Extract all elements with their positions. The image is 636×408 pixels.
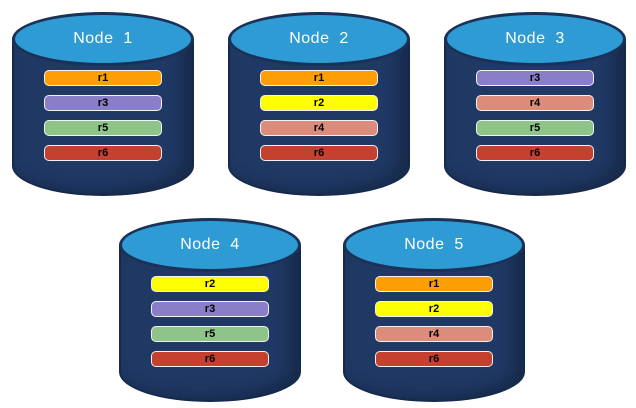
cylinder-top: Node 1: [12, 12, 194, 66]
replica-bar: r1: [44, 70, 162, 86]
replica-bar: r4: [260, 120, 378, 136]
replica-bar: r6: [44, 145, 162, 161]
node-4-cylinder: Node 4 r2 r3 r5 r6: [119, 218, 301, 402]
cylinder-body: [343, 244, 525, 402]
node-title: Node 3: [505, 30, 565, 47]
replica-bar: r1: [260, 70, 378, 86]
cylinder-body: [119, 244, 301, 402]
node-title: Node 5: [404, 236, 464, 253]
replica-list: r1 r2 r4 r6: [343, 276, 525, 367]
cylinder-top: Node 2: [228, 12, 410, 66]
replica-bar: r6: [375, 351, 493, 367]
node-1-cylinder: Node 1 r1 r3 r5 r6: [12, 12, 194, 196]
replica-list: r3 r4 r5 r6: [444, 70, 626, 161]
replica-list: r1 r2 r4 r6: [228, 70, 410, 161]
replica-bar: r2: [375, 301, 493, 317]
replica-bar: r4: [476, 95, 594, 111]
replica-bar: r6: [476, 145, 594, 161]
replica-bar: r6: [151, 351, 269, 367]
replica-bar: r5: [476, 120, 594, 136]
node-2-cylinder: Node 2 r1 r2 r4 r6: [228, 12, 410, 196]
replica-bar: r3: [476, 70, 594, 86]
cylinder-top: Node 4: [119, 218, 301, 272]
replica-bar: r3: [44, 95, 162, 111]
node-title: Node 1: [73, 30, 133, 47]
replica-list: r1 r3 r5 r6: [12, 70, 194, 161]
replica-bar: r4: [375, 326, 493, 342]
node-title: Node 2: [289, 30, 349, 47]
replica-bar: r1: [375, 276, 493, 292]
replica-bar: r2: [151, 276, 269, 292]
cylinder-top: Node 3: [444, 12, 626, 66]
node-5-cylinder: Node 5 r1 r2 r4 r6: [343, 218, 525, 402]
replica-bar: r2: [260, 95, 378, 111]
replica-bar: r5: [44, 120, 162, 136]
cylinder-top: Node 5: [343, 218, 525, 272]
replica-list: r2 r3 r5 r6: [119, 276, 301, 367]
node-title: Node 4: [180, 236, 240, 253]
replica-bar: r3: [151, 301, 269, 317]
node-3-cylinder: Node 3 r3 r4 r5 r6: [444, 12, 626, 196]
replica-bar: r5: [151, 326, 269, 342]
replica-bar: r6: [260, 145, 378, 161]
